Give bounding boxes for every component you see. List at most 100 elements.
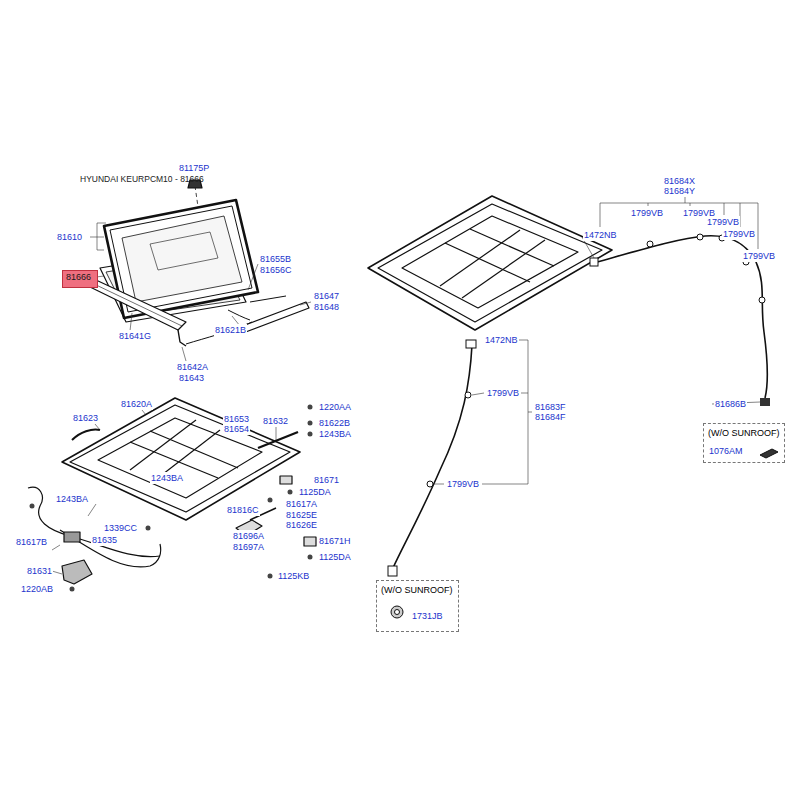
highlighted-part-number: 81666 [62,270,98,288]
screw-symbol [70,587,75,592]
callout-number: 81626E [285,519,318,531]
screw-symbol [308,405,313,410]
variant-note-box: (W/O SUNROOF) 1076AM [703,423,785,463]
drain-hose [465,392,471,398]
callout-number: 81684F [534,411,567,423]
roof-frame [462,240,545,298]
sunroof-frame [130,420,196,470]
screw-symbol [308,555,313,560]
callout-number: 81671H [318,535,352,547]
callout-number: 81643 [178,372,205,384]
roof-frame [378,204,602,322]
sunroof-frame [62,560,92,584]
callout-number: 81656C [259,264,293,276]
glass-assembly [92,283,182,326]
part-icon [760,449,778,458]
bracket-line [521,393,528,394]
sunroof-frame [60,530,161,567]
callout-number: 81697A [232,541,265,553]
glass-assembly [150,232,218,270]
callout-number: 1799VB [722,228,756,240]
leader-line [182,347,186,361]
bracket-line [690,203,691,206]
callout-number: 81617B [15,536,48,548]
callout-number: 1220AA [318,401,352,413]
node-heading: 81666 [66,271,94,283]
part-number: 1731JB [381,610,454,622]
callout-number: 81621B [214,324,247,336]
leader-line [130,313,132,331]
glass-assembly [240,302,309,333]
sunroof-frame [258,432,298,448]
sunroof-frame [64,532,80,542]
node-heading: (W/O SUNROOF) [381,584,454,596]
bracket-line [482,484,528,485]
variant-note-box: (W/O SUNROOF) 1731JB [376,580,459,632]
callout-number: 81632 [262,415,289,427]
glass-assembly [88,280,186,330]
sunroof-frame [28,398,316,584]
sunroof-frame [280,476,292,484]
bracket-line [519,340,528,341]
callout-number: 1220AB [20,583,54,595]
roof-frame [445,243,530,282]
glass-assembly [122,216,242,302]
bracket-line [724,203,725,215]
drain-hose [427,481,433,487]
screw-symbol [308,421,313,426]
callout-number: 81635 [91,534,118,546]
glass-assembly [250,296,286,302]
roof-frame [440,230,520,286]
callout-number: 1243BA [318,428,352,440]
callout-number: 1799VB [742,250,776,262]
part-number: 1076AM [708,445,780,457]
bracket-line [758,203,759,249]
callout-number: 81620A [120,398,153,410]
glass-assembly [186,322,252,344]
glass-assembly [228,310,250,320]
sunroof-frame [304,537,316,546]
screw-symbol [288,490,293,495]
glass-assembly [178,330,186,346]
leader-line [52,571,62,574]
bracket-line [434,484,444,485]
leader-line [300,302,311,305]
screw-symbol [146,526,151,531]
node-heading: (W/O SUNROOF) [708,427,780,439]
screw-symbol [268,574,273,579]
leader-line [97,250,104,251]
glass-assembly [88,180,309,346]
callout-number: 81684Y [663,185,696,197]
callout-number: 1339CC [103,522,138,534]
bracket-line [685,197,686,203]
leader-line [276,426,277,440]
roof-frame [402,216,578,308]
callout-number: 81671 [313,474,340,486]
callout-number: 1799VB [486,387,520,399]
bracket-line [600,203,758,204]
drain-hose [466,340,476,348]
callout-number: 81816C [226,504,260,516]
callout-number: 81175P [178,162,210,174]
part-icon [391,606,403,618]
callout-number: 81623 [72,412,99,424]
roof-frame [368,196,612,330]
callout-number: 81686B [714,398,747,410]
screw-symbol [308,432,313,437]
leader-line [248,264,258,290]
drain-hose [393,345,472,568]
callout-number: 1472NB [484,334,519,346]
screw-symbol [30,405,313,592]
leader-line [52,545,60,550]
roof-frame [470,229,554,266]
callout-number: 1472NB [583,229,618,241]
roof-frame [368,196,612,330]
callout-number: 1125KB [277,570,310,582]
leader-line [52,223,311,574]
callout-number: 1125DA [298,486,332,498]
callout-number: 1799VB [706,216,740,228]
drain-hose [760,398,770,406]
leader-line [97,223,106,224]
screw-symbol [268,498,273,503]
